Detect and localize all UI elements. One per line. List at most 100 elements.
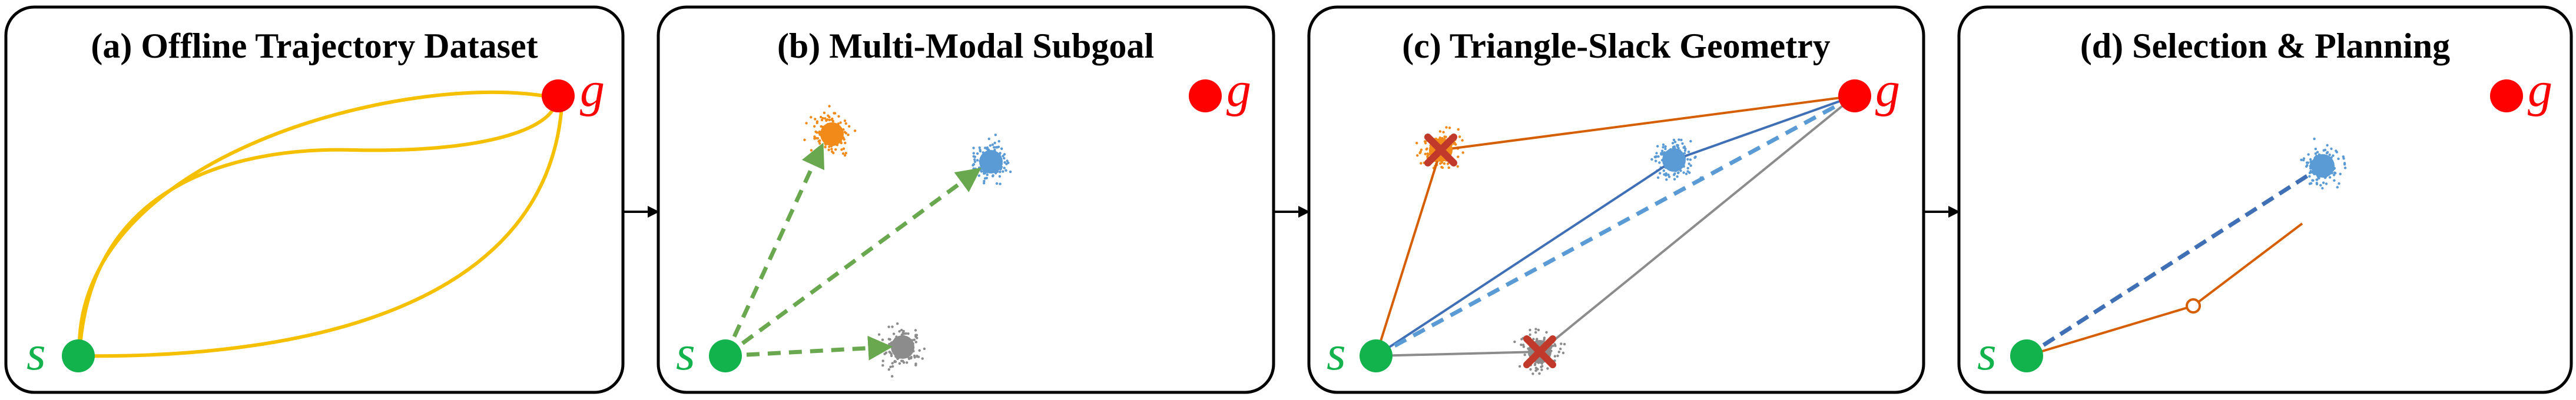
subgoal-gray (891, 335, 914, 359)
scatter-dot (1529, 368, 1532, 371)
scatter-dot (1534, 369, 1537, 372)
scatter-dot (983, 172, 987, 175)
scatter-dot (998, 175, 1002, 178)
scatter-dot (2336, 186, 2339, 189)
scatter-dot (819, 115, 823, 119)
scatter-dot (826, 118, 829, 121)
goal-label: g (580, 62, 605, 117)
scatter-dot (994, 134, 997, 136)
scatter-dot (844, 152, 848, 155)
scatter-dot (2338, 182, 2340, 185)
scatter-dot (1656, 176, 1660, 179)
scatter-dot (1693, 156, 1696, 159)
scatter-dot (914, 329, 917, 332)
scatter-dot (848, 125, 851, 128)
scatter-dot (1657, 155, 1660, 158)
scatter-dot (1556, 354, 1559, 358)
panel-a: (a) Offline Trajectory Dataset s g (4, 5, 625, 394)
scatter-dot (1442, 131, 1445, 134)
scatter-dot (1656, 145, 1659, 148)
scatter-dot (2307, 153, 2310, 156)
scatter-dot (979, 149, 982, 153)
scatter-dot (810, 149, 813, 152)
scatter-dot (1664, 148, 1667, 151)
scatter-dot (1686, 166, 1689, 170)
panel-a-title: (a) Offline Trajectory Dataset (91, 26, 538, 65)
scatter-dot (900, 328, 903, 332)
scatter-dot (1543, 338, 1546, 341)
scatter-dot (893, 360, 896, 364)
goal-label: g (1226, 62, 1251, 117)
scatter-dot (1676, 144, 1679, 146)
scatter-dot (854, 129, 857, 132)
scatter-dot (1689, 139, 1692, 143)
scatter-dot (1660, 149, 1664, 152)
scatter-dot (843, 138, 846, 141)
scatter-dot (1444, 135, 1447, 138)
scatter-dot (2318, 176, 2320, 180)
scatter-dot (913, 338, 916, 341)
scatter-dot (2342, 157, 2345, 160)
scatter-dot (989, 144, 992, 147)
reject-cross-icon (1424, 134, 1457, 166)
scatter-dot (1540, 365, 1543, 368)
scatter-dot (2325, 182, 2328, 185)
arrow-to-gray (725, 335, 893, 361)
scatter-dot (915, 334, 919, 336)
scatter-dot (1002, 170, 1004, 173)
scatter-dot (1534, 331, 1537, 334)
scatter-dot (972, 155, 975, 158)
scatter-dot (923, 347, 926, 351)
scatter-dot (813, 125, 816, 128)
scatter-dot (1461, 139, 1464, 142)
scatter-dot (907, 356, 911, 359)
scatter-dot (1673, 178, 1676, 181)
scatter-dot (1557, 351, 1560, 354)
scatter-dot (817, 140, 820, 143)
scatter-dot (1531, 372, 1534, 375)
scatter-dot (824, 145, 827, 149)
scatter-dot (1681, 142, 1684, 145)
scatter-dot (1673, 141, 1677, 144)
scatter-dot (997, 140, 1000, 143)
scatter-dot (2311, 179, 2314, 182)
scatter-dot (1679, 169, 1682, 172)
scatter-dot (840, 148, 843, 151)
scatter-dot (999, 170, 1002, 174)
scatter-dot (1446, 162, 1450, 165)
scatter-dot (1540, 368, 1543, 371)
scatter-dot (847, 134, 850, 136)
scatter-dot (1009, 170, 1012, 174)
scatter-dot (1682, 171, 1685, 174)
scatter-dot (2322, 181, 2325, 184)
scatter-dot (1529, 328, 1531, 332)
scatter-dot (1537, 328, 1540, 332)
scatter-dot (2313, 137, 2316, 141)
scatter-dot (824, 117, 827, 120)
scatter-dot (1447, 166, 1450, 169)
scatter-dot (1676, 175, 1679, 178)
scatter-dot (823, 111, 826, 114)
scatter-dot (1677, 171, 1680, 174)
scatter-dot (2308, 175, 2311, 178)
scatter-dot (827, 114, 830, 117)
scatter-dot (1439, 162, 1442, 165)
scatter-dot (991, 143, 994, 146)
scatter-dot (999, 182, 1002, 185)
scatter-dot (805, 122, 808, 125)
panel-b: (b) Multi-Modal Subgoal s g (657, 5, 1275, 394)
start-node (62, 339, 95, 372)
scatter-dot (815, 121, 818, 125)
scatter-dot (1673, 172, 1676, 175)
start-node (2010, 339, 2043, 372)
scatter-dot (2333, 179, 2336, 182)
scatter-dot (834, 148, 837, 151)
scatter-dot (816, 148, 819, 151)
scatter-dot (983, 179, 986, 182)
scatter-dot (2332, 154, 2335, 157)
scatter-dot (973, 160, 977, 164)
scatter-dot (883, 352, 886, 355)
scatter-dot (877, 333, 881, 336)
scatter-dot (1677, 146, 1680, 150)
